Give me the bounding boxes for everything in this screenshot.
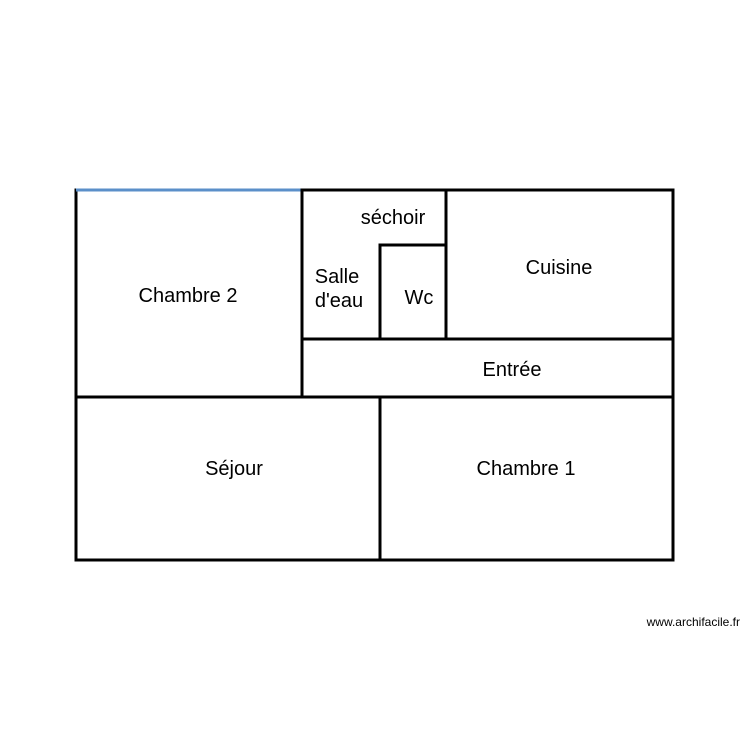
room-label-sechoir: séchoir — [361, 207, 426, 229]
room-label-cuisine: Cuisine — [526, 257, 593, 279]
room-labels: Chambre 2 séchoir Salle d'eau Wc Cuisine… — [139, 207, 593, 480]
room-label-chambre-2: Chambre 2 — [139, 285, 238, 307]
room-label-wc: Wc — [405, 287, 434, 309]
room-label-salle-deau-line2: d'eau — [315, 290, 363, 312]
room-label-salle-deau-line1: Salle — [315, 266, 359, 288]
room-label-chambre-1: Chambre 1 — [477, 458, 576, 480]
room-label-sejour: Séjour — [205, 458, 263, 480]
watermark-url: www.archifacile.fr — [646, 615, 740, 629]
walls — [74, 188, 675, 562]
room-label-entree: Entrée — [483, 359, 542, 381]
